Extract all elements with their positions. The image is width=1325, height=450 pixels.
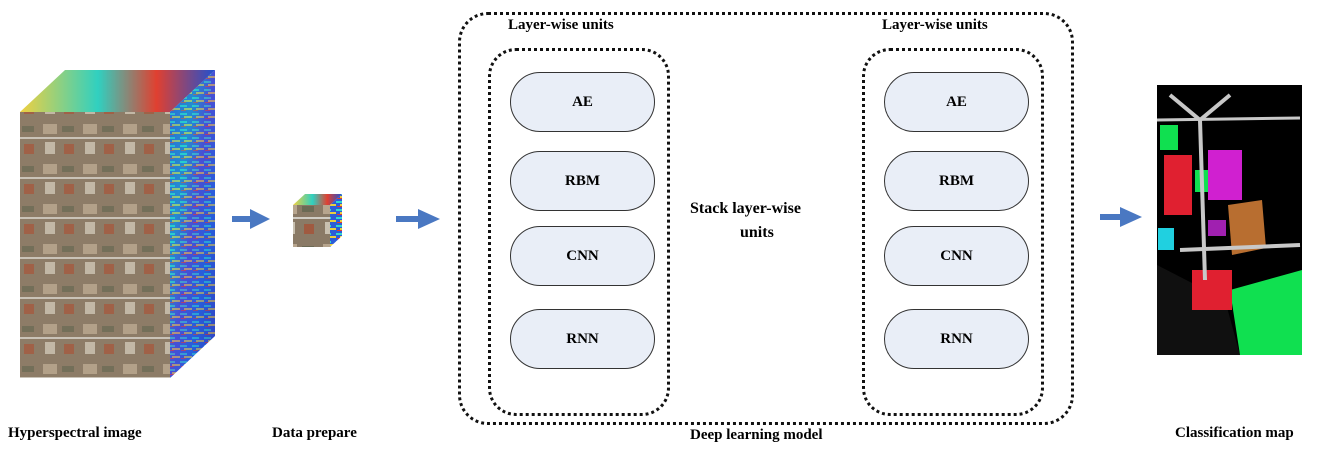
right-unit-rbm: RBM: [884, 151, 1029, 211]
left-unit-cnn: CNN: [510, 226, 655, 286]
model-label: Deep learning model: [690, 427, 823, 443]
arrow-2: [396, 209, 440, 229]
data-prepare-label: Data prepare: [272, 425, 357, 441]
left-unit-rbm: RBM: [510, 151, 655, 211]
arrow-3: [1100, 207, 1142, 227]
stack-text-line1: Stack layer-wise: [690, 200, 801, 217]
classification-label: Classification map: [1175, 425, 1294, 441]
right-unit-cnn: CNN: [884, 226, 1029, 286]
arrow-1: [232, 209, 270, 229]
hyperspectral-label: Hyperspectral image: [8, 425, 142, 441]
right-unit-rnn: RNN: [884, 309, 1029, 369]
deep-learning-model-box: [458, 12, 1074, 425]
stack-text-line2: units: [740, 224, 774, 241]
left-unit-ae: AE: [510, 72, 655, 132]
right-layer-group-box: [862, 48, 1044, 416]
right-group-title: Layer-wise units: [882, 17, 988, 33]
left-group-title: Layer-wise units: [508, 17, 614, 33]
right-unit-ae: AE: [884, 72, 1029, 132]
left-unit-rnn: RNN: [510, 309, 655, 369]
left-layer-group-box: [488, 48, 670, 416]
